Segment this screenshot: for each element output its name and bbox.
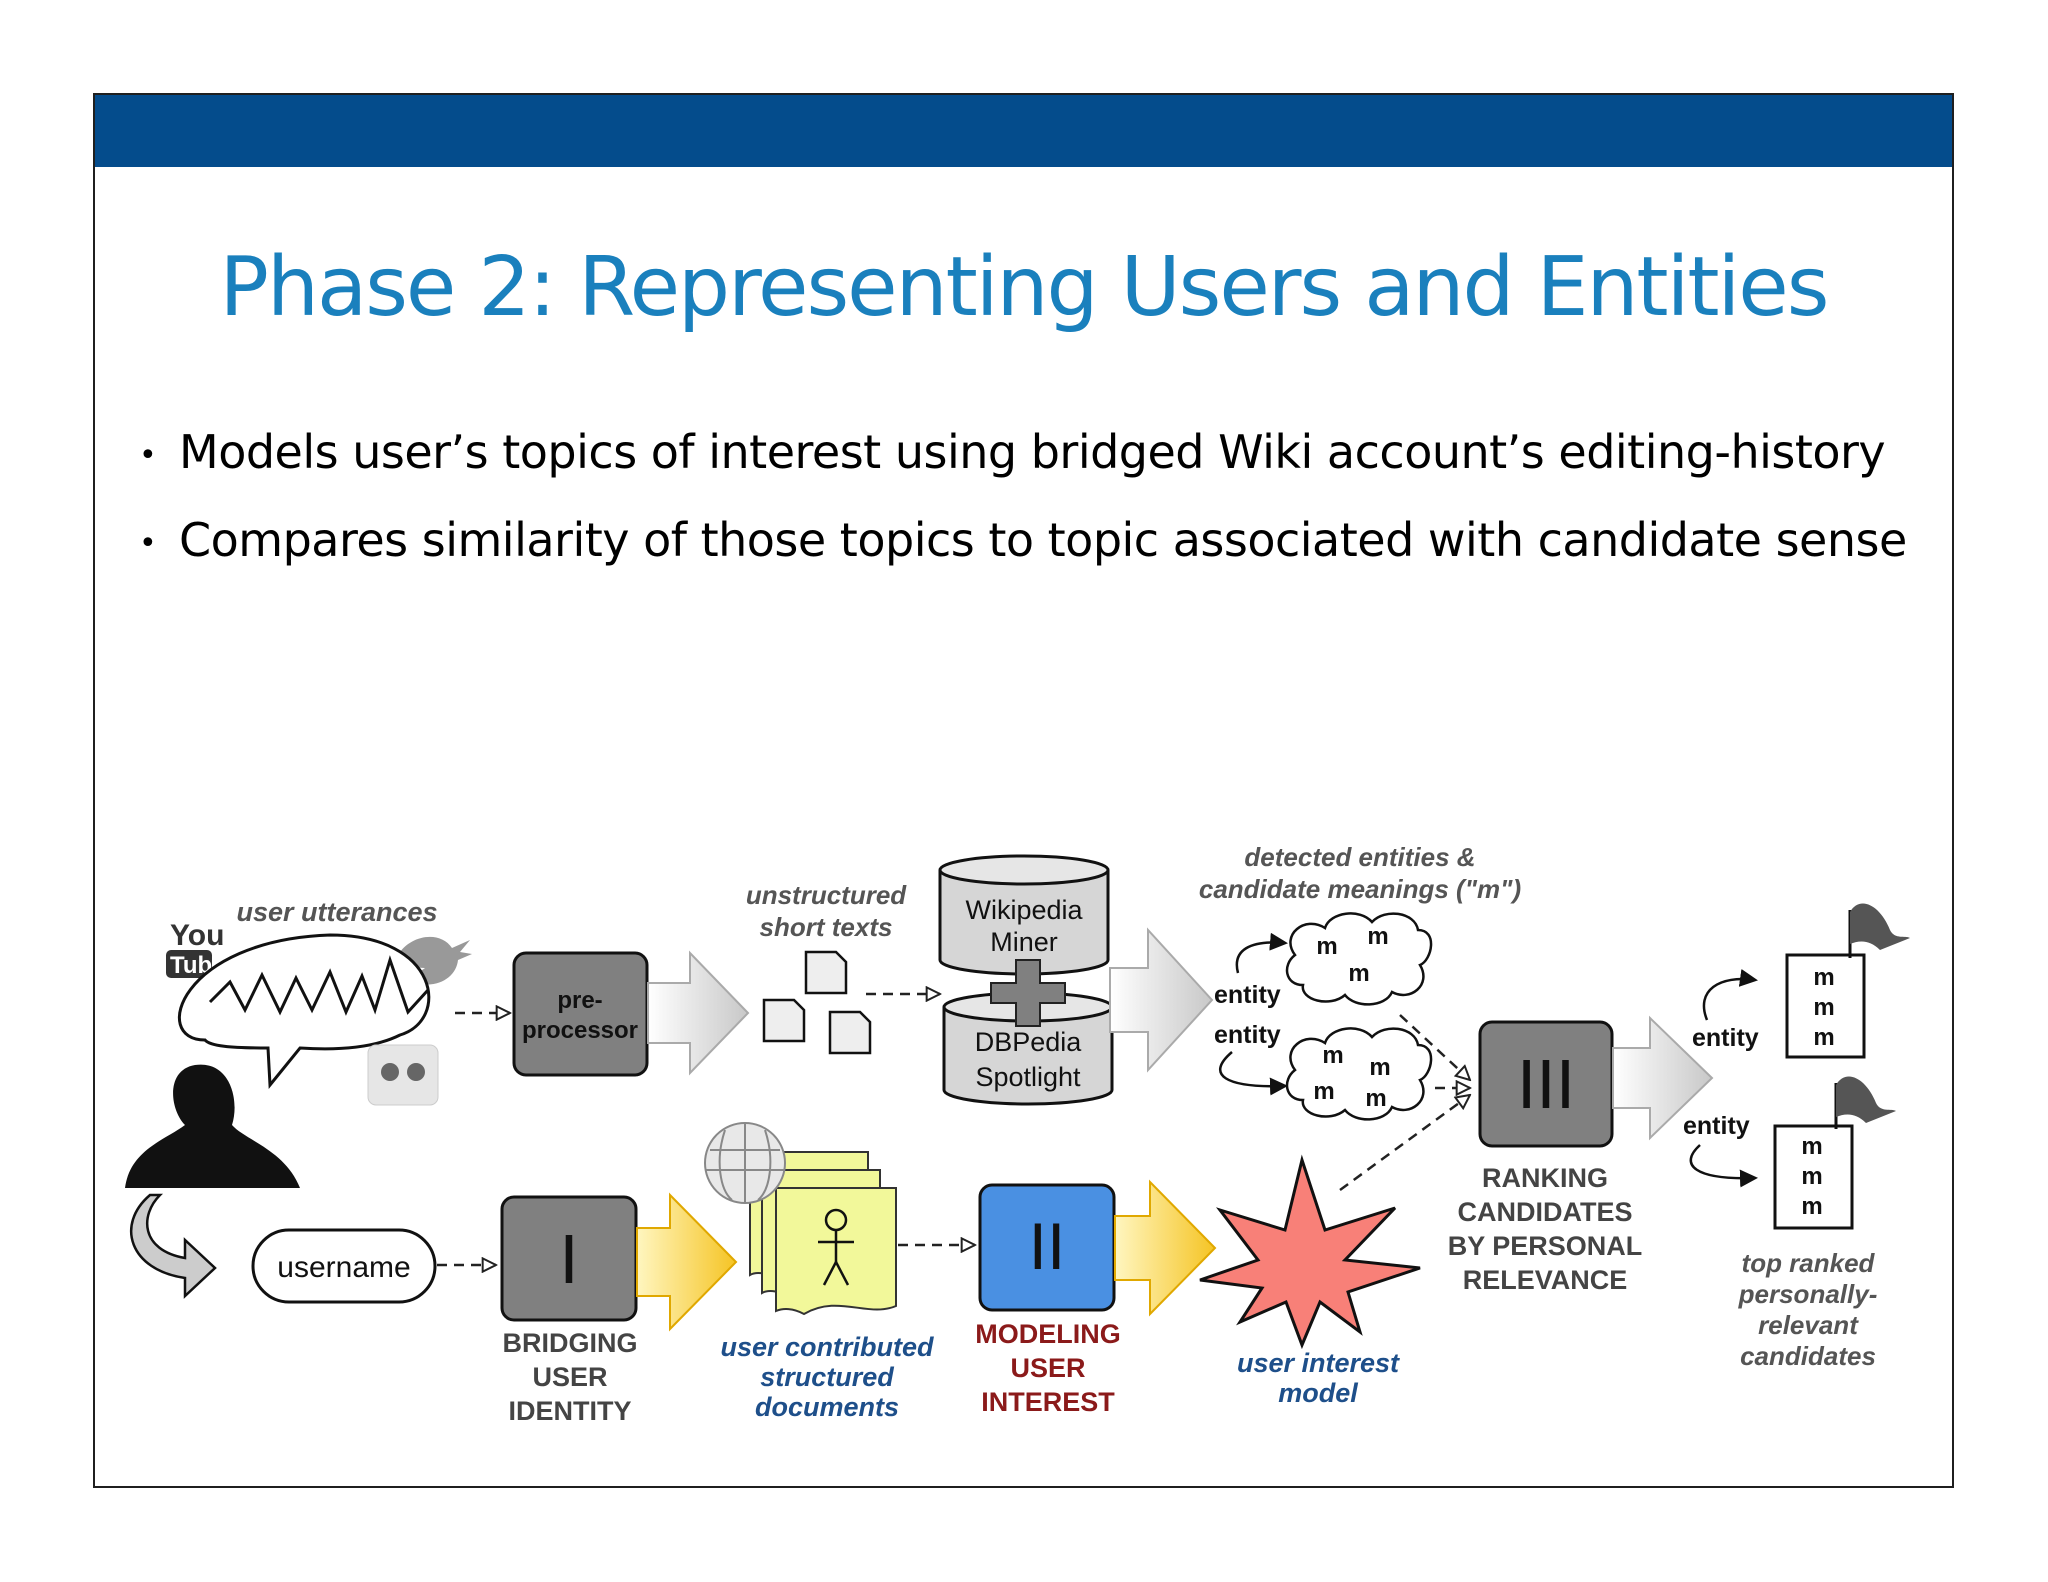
bullet-dot-icon: •	[139, 526, 157, 561]
user-utterances-label: user utterances	[236, 897, 437, 927]
wikipedia-globe-icon	[704, 1122, 786, 1204]
username-pill	[251, 1228, 437, 1304]
meaning-m: m	[1801, 1163, 1822, 1190]
meaning-m: m	[1316, 933, 1337, 960]
youtube-logo-icon: You Tube	[166, 919, 226, 979]
user-interest-star-icon	[1199, 1154, 1421, 1350]
ranked-list-card	[1785, 903, 1910, 1059]
dbpedia-spotlight-label: DBPedia	[975, 1027, 1083, 1057]
stage-3-numeral: III	[1517, 1045, 1575, 1123]
curved-arrow-icon	[129, 1193, 217, 1299]
modeling-label: MODELING	[975, 1319, 1121, 1349]
entity-arrow	[1219, 1051, 1288, 1096]
user-interest-model-label: user interest	[1237, 1348, 1400, 1378]
ranking-label: BY PERSONAL	[1448, 1231, 1643, 1261]
entity-label: entity	[1683, 1112, 1750, 1140]
dbpedia-spotlight-label: Spotlight	[975, 1062, 1081, 1092]
meaning-m: m	[1813, 964, 1834, 991]
wikipedia-miner-label: Miner	[990, 927, 1058, 957]
modeling-label: INTEREST	[981, 1387, 1115, 1417]
top-ranked-label: candidates	[1740, 1341, 1876, 1371]
flickr-icon	[367, 1044, 439, 1106]
document-icon	[762, 950, 872, 1055]
meaning-m: m	[1801, 1133, 1822, 1160]
unstructured-texts-label: short texts	[760, 912, 893, 942]
modeling-label: USER	[1010, 1353, 1085, 1383]
bullet-text: Models user’s topics of interest using b…	[179, 425, 1886, 479]
bridging-label: USER	[532, 1362, 607, 1392]
preprocessor-box	[512, 951, 649, 1077]
wikipedia-miner-label: Wikipedia	[965, 895, 1083, 925]
process-arrow	[636, 1192, 738, 1332]
top-ranked-label: relevant	[1758, 1310, 1859, 1340]
meaning-cloud	[1285, 912, 1433, 1006]
meaning-m: m	[1322, 1042, 1343, 1069]
svg-text:You: You	[170, 919, 224, 952]
process-arrow	[1114, 1179, 1217, 1317]
ranking-label: RELEVANCE	[1463, 1265, 1628, 1295]
username-label: username	[277, 1251, 410, 1284]
plus-icon	[990, 959, 1066, 1027]
entity-arrow	[1702, 968, 1758, 1021]
ranked-list-card	[1773, 1076, 1896, 1230]
stage-2-numeral: II	[1029, 1209, 1066, 1283]
unstructured-texts-label: unstructured	[746, 880, 907, 910]
ranking-label: RANKING	[1482, 1163, 1608, 1193]
bullet-item: • Compares similarity of those topics to …	[139, 513, 1907, 567]
entity-label: entity	[1214, 981, 1281, 1009]
detected-entities-label: candidate meanings ("m")	[1199, 874, 1521, 904]
user-interest-model-label: model	[1278, 1378, 1358, 1408]
bullet-text: Compares similarity of those topics to t…	[179, 513, 1907, 567]
slide-header-bar	[95, 95, 1952, 167]
meaning-cloud	[1285, 1027, 1433, 1121]
stick-figure-icon	[818, 1208, 854, 1286]
process-arrow	[1109, 927, 1214, 1073]
slide-title: Phase 2: Representing Users and Entities	[219, 240, 1830, 335]
process-arrow	[1612, 1015, 1714, 1141]
speech-bubble	[178, 933, 431, 1089]
preprocessor-label: pre-	[557, 987, 602, 1014]
user-documents-label: user contributed	[720, 1332, 934, 1362]
entity-arrow	[1689, 1144, 1758, 1188]
top-ranked-label: personally-	[1738, 1279, 1878, 1309]
detected-entities-label: detected entities &	[1244, 842, 1475, 872]
flow-arrow	[1339, 1095, 1470, 1192]
meaning-m: m	[1313, 1078, 1334, 1105]
bridging-label: IDENTITY	[508, 1396, 631, 1426]
bullet-item: • Models user’s topics of interest using …	[139, 425, 1886, 479]
meaning-m: m	[1365, 1085, 1386, 1112]
ranking-label: CANDIDATES	[1458, 1197, 1633, 1227]
bullet-dot-icon: •	[139, 438, 157, 473]
user-silhouette-icon	[125, 1064, 300, 1188]
entity-label: entity	[1692, 1024, 1759, 1052]
meaning-m: m	[1801, 1193, 1822, 1220]
bridging-label: BRIDGING	[503, 1328, 638, 1358]
user-documents-label: structured	[760, 1362, 894, 1392]
preprocessor-label: processor	[522, 1017, 638, 1044]
wiki-documents-stack	[749, 1151, 897, 1316]
entity-label: entity	[1214, 1021, 1281, 1049]
meaning-m: m	[1813, 1024, 1834, 1051]
top-ranked-label: top ranked	[1742, 1248, 1876, 1278]
entity-arrow	[1235, 932, 1288, 974]
meaning-m: m	[1367, 923, 1388, 950]
meaning-m: m	[1813, 994, 1834, 1021]
process-arrow	[647, 950, 750, 1076]
user-documents-label: documents	[755, 1392, 899, 1422]
meaning-m: m	[1348, 960, 1369, 987]
meaning-m: m	[1369, 1054, 1390, 1081]
stage-1-numeral: I	[559, 1220, 578, 1298]
wikipedia-miner-database	[938, 854, 1110, 976]
